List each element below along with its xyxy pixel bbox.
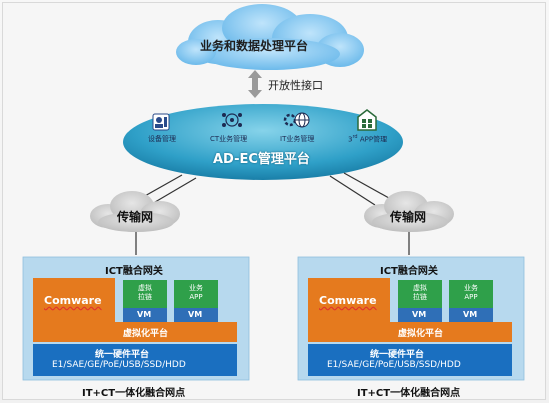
transport-label-right: 传输网 (390, 210, 427, 224)
app-virtual-right: 虚拟拉链 (413, 284, 427, 301)
ct-service-icon (220, 111, 244, 129)
vm-label-right-2: VM (463, 310, 478, 319)
it-service-label: IT业务管理 (280, 135, 315, 143)
open-interface-arrow (248, 70, 262, 98)
third-party-app-icon (357, 109, 377, 131)
transport-cloud-right (364, 191, 454, 232)
ct-service-label: CT业务管理 (210, 135, 248, 143)
app-virtual-left: 虚拟拉链 (138, 284, 152, 301)
node-left (22, 256, 250, 381)
third-party-app-label: 3rd APP管理 (348, 134, 388, 144)
hardware-detail-left: E1/SAE/GE/PoE/USB/SSD/HDD (52, 360, 186, 370)
virtualization-label-left: 虚拟化平台 (123, 329, 169, 339)
transport-cloud-left (90, 191, 180, 232)
hardware-title-right: 统一硬件平台 (370, 350, 425, 360)
transport-label-left: 传输网 (117, 210, 154, 224)
open-interface-label: 开放性接口 (268, 79, 323, 92)
comware-label-left: Comware (44, 294, 102, 307)
device-management-label: 设备管理 (148, 135, 176, 143)
business-platform-cloud (176, 4, 364, 70)
node-caption-left: IT+CT一体化融合网点 (82, 388, 186, 399)
node-right (297, 256, 525, 381)
virtualization-label-right: 虚拟化平台 (398, 329, 444, 339)
vm-label-right-1: VM (412, 310, 427, 319)
hardware-detail-right: E1/SAE/GE/PoE/USB/SSD/HDD (327, 360, 461, 370)
node-caption-right: IT+CT一体化融合网点 (357, 388, 461, 399)
hardware-title-left: 统一硬件平台 (95, 350, 150, 360)
gateway-title-right: ICT融合网关 (380, 266, 438, 277)
device-management-icon (152, 113, 170, 131)
it-service-icon (282, 111, 310, 129)
ad-ec-ellipse (123, 104, 403, 180)
ad-ec-title: AD-EC管理平台 (213, 152, 310, 167)
comware-label-right: Comware (319, 294, 377, 307)
vm-label-left-2: VM (188, 310, 203, 319)
vm-label-left-1: VM (137, 310, 152, 319)
business-platform-title: 业务和数据处理平台 (200, 39, 309, 53)
gateway-title-left: ICT融合网关 (105, 266, 163, 277)
